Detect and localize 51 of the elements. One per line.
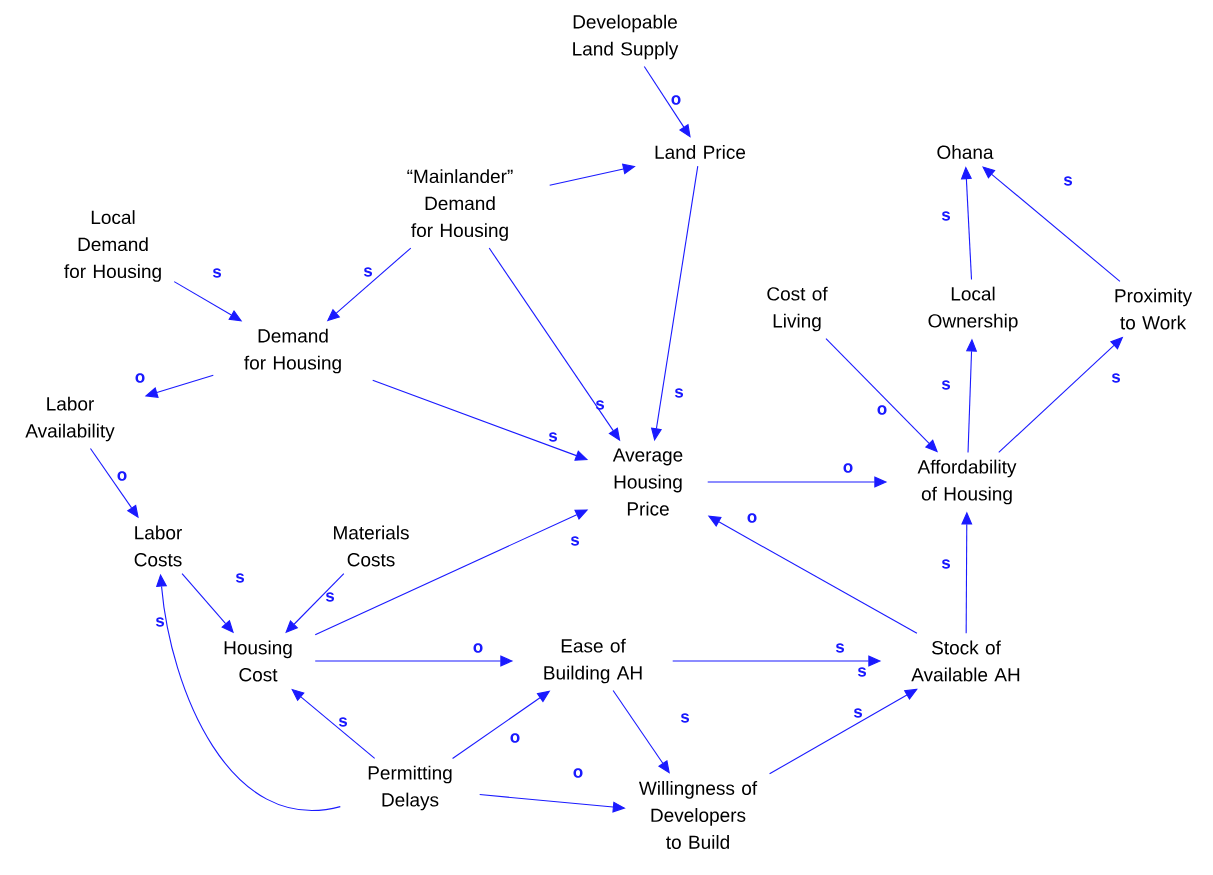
variable-label: Labor Costs xyxy=(134,525,182,567)
polarity-label: o xyxy=(747,513,757,523)
polarity-label: o xyxy=(671,95,681,105)
variable-label: Permitting Delays xyxy=(368,765,452,811)
variable-label: Local Ownership xyxy=(928,286,1018,332)
variable-label: Housing Cost xyxy=(224,640,292,682)
arrow xyxy=(982,166,1121,282)
variable-label: Stock of Available AH xyxy=(911,640,1020,682)
polarity-label: s xyxy=(680,713,690,723)
polarity-label: s xyxy=(363,267,373,277)
variable-label: Willingness of Developers to Build xyxy=(638,781,758,849)
polarity-label: o xyxy=(877,405,887,415)
polarity-label: s xyxy=(325,592,335,602)
polarity-label: s xyxy=(338,717,348,727)
polarity-label: s xyxy=(212,268,222,278)
polarity-label: o xyxy=(135,373,145,383)
polarity-label: s xyxy=(941,380,951,390)
arrow xyxy=(612,690,670,774)
polarity-label: s xyxy=(570,536,580,546)
polarity-label: o xyxy=(843,463,853,473)
polarity-label: o xyxy=(473,643,483,653)
variable-label: Cost of Living xyxy=(767,286,828,332)
polarity-label: s xyxy=(941,559,951,569)
polarity-label: s xyxy=(155,617,165,627)
polarity-label: s xyxy=(857,667,867,677)
variable-label: Local Demand for Housing xyxy=(64,210,161,282)
variable-label: “Mainlander” Demand for Housing xyxy=(407,169,513,241)
polarity-label: s xyxy=(595,400,605,410)
polarity-label: s xyxy=(235,573,245,583)
polarity-label: s xyxy=(853,708,863,718)
variable-label: Demand for Housing xyxy=(244,328,341,374)
polarity-label: s xyxy=(941,211,951,221)
variable-label: Land Price xyxy=(655,145,746,159)
polarity-label: s xyxy=(674,388,684,398)
variable-label: Labor Availability xyxy=(25,396,115,442)
variable-label: Average Housing Price xyxy=(612,448,683,516)
variable-label: Proximity to Work xyxy=(1115,288,1192,330)
variable-label: Ease of Building AH xyxy=(544,638,642,684)
polarity-label: o xyxy=(573,768,583,778)
variable-label: Affordability of Housing xyxy=(917,459,1017,505)
polarity-label: s xyxy=(548,432,558,442)
polarity-label: s xyxy=(835,643,845,653)
arrow xyxy=(643,66,691,138)
polarity-label: s xyxy=(1111,373,1121,383)
arrow xyxy=(769,688,918,775)
variable-label: Materials Costs xyxy=(334,525,409,567)
variable-label: Ohana xyxy=(937,145,994,159)
polarity-label: s xyxy=(1063,176,1073,186)
polarity-label: o xyxy=(510,733,520,743)
variable-label: Developable Land Supply xyxy=(573,14,679,60)
polarity-label: o xyxy=(117,471,127,481)
